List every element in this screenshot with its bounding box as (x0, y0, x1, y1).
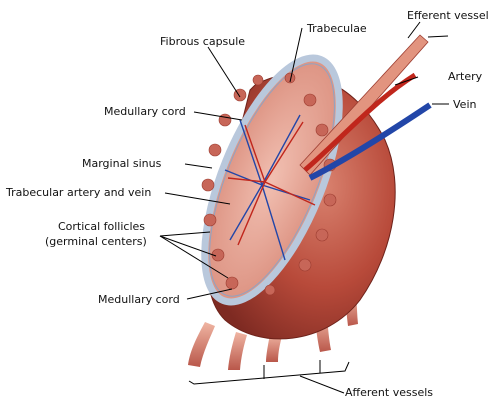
label-trabeculae: Trabeculae (306, 22, 367, 35)
label-marginal-sinus: Marginal sinus (82, 157, 162, 170)
label-trabecular-artery-vein: Trabecular artery and vein (5, 186, 151, 199)
label-afferent-vessels: Afferent vessels (345, 386, 433, 399)
label-vein: Vein (453, 98, 476, 111)
label-efferent-vessel: Efferent vessel (407, 9, 489, 22)
label-medullary-cord-top: Medullary cord (104, 105, 186, 118)
cut-surface (201, 54, 343, 306)
trabecular-vessels (224, 114, 316, 261)
label-medullary-cord-bottom: Medullary cord (98, 293, 180, 306)
label-cortical-follicles: Cortical follicles (58, 220, 145, 233)
hilum-vessels (299, 34, 432, 181)
label-fibrous-capsule: Fibrous capsule (160, 35, 245, 48)
leader-lines (159, 21, 449, 394)
label-artery: Artery (448, 70, 483, 83)
label-germinal-centers: (germinal centers) (45, 235, 147, 248)
